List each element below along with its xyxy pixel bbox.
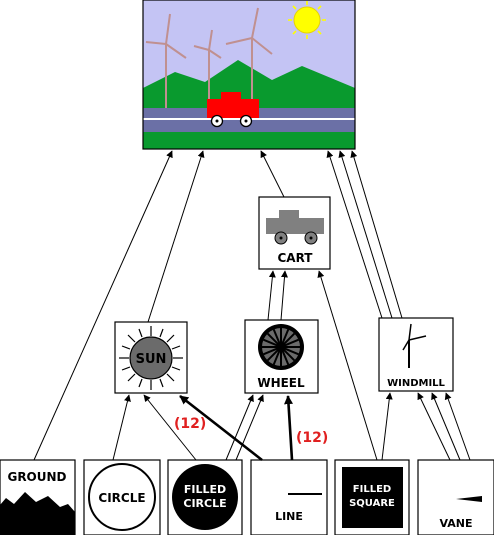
cart-label: CART xyxy=(278,251,314,265)
ground-label: GROUND xyxy=(7,470,66,484)
edge-wheel-cart-1 xyxy=(267,270,276,321)
weighted-edges xyxy=(179,394,294,462)
edge-count-line-sun: (12) xyxy=(174,416,206,432)
cart-icon xyxy=(266,210,324,245)
edge-sun-scene xyxy=(147,150,205,323)
edge-wheel-cart-2 xyxy=(280,270,288,321)
vane-icon xyxy=(456,496,482,502)
wheel-icon xyxy=(258,324,304,370)
edge-filled-circle-wheel-1 xyxy=(225,394,254,461)
ground-icon xyxy=(0,492,75,535)
scene-node xyxy=(142,0,356,150)
circle-node: CIRCLE xyxy=(83,459,161,535)
edge-windmill-scene-1 xyxy=(326,150,383,319)
edge-windmill-scene-2 xyxy=(338,150,393,319)
edge-vane-windmill-1 xyxy=(417,392,451,461)
edges xyxy=(33,150,471,461)
vane-node: VANE xyxy=(417,459,494,535)
edge-windmill-scene-3 xyxy=(350,150,403,319)
edge-count-line-wheel: (12) xyxy=(296,430,328,446)
filled-circle-icon xyxy=(172,464,238,530)
edge-vane-windmill-3 xyxy=(444,392,471,461)
scene-cart xyxy=(207,92,259,128)
edge-filled-circle-sun xyxy=(143,394,197,461)
ground-node: GROUND xyxy=(0,459,76,535)
circle-icon xyxy=(88,463,156,531)
edge-line-sun xyxy=(179,394,263,462)
edge-filled-circle-wheel-2 xyxy=(235,394,264,461)
windmill-label: WINDMILL xyxy=(387,378,445,389)
filled-circle-node: FILLED CIRCLE xyxy=(167,459,243,535)
wheel-node: WHEEL xyxy=(244,319,319,394)
filled-square-icon xyxy=(342,467,403,528)
edge-vane-windmill-2 xyxy=(431,392,461,461)
wheel-label: WHEEL xyxy=(257,376,305,390)
sun-icon xyxy=(119,326,183,390)
windmill-icon xyxy=(402,323,427,368)
edge-line-wheel xyxy=(284,395,294,461)
windmill-node: WINDMILL xyxy=(378,317,454,392)
filled-square-label-line2: SQUARE xyxy=(349,498,395,509)
line-label: LINE xyxy=(275,510,303,523)
scene-foreground xyxy=(143,132,355,149)
filled-square-label-line1: FILLED xyxy=(353,484,391,495)
sun-label: SUN xyxy=(136,352,167,367)
vane-label: VANE xyxy=(440,517,473,530)
filled-circle-label-line2: CIRCLE xyxy=(183,497,226,510)
edge-ground-scene xyxy=(33,150,173,461)
scene-sun xyxy=(288,1,326,39)
filled-circle-label-line1: FILLED xyxy=(184,483,226,496)
sun-node: SUN xyxy=(114,321,188,394)
edge-filled-square-windmill xyxy=(381,392,393,461)
cart-node: CART xyxy=(258,196,331,270)
scene-windmills xyxy=(145,7,273,108)
line-node: LINE xyxy=(250,459,328,535)
circle-label: CIRCLE xyxy=(98,491,145,505)
edge-filled-square-cart xyxy=(317,270,378,461)
filled-square-node: FILLED SQUARE xyxy=(334,459,410,535)
edge-circle-sun xyxy=(112,394,131,461)
edge-cart-scene xyxy=(260,150,285,198)
